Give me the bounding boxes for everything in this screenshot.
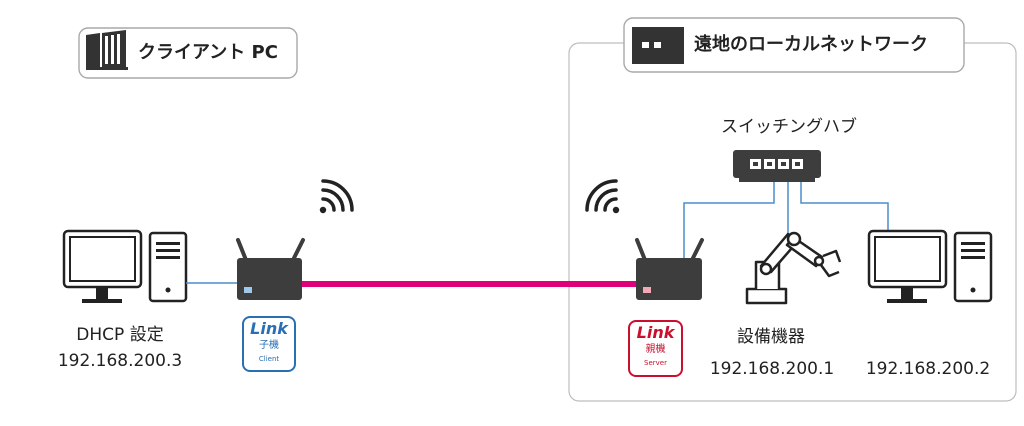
client-router-icon bbox=[236, 238, 305, 300]
remote-tag-label: 遠地のローカルネットワーク bbox=[694, 34, 928, 55]
remote-pc-ip-label: 192.168.200.2 bbox=[865, 359, 991, 379]
link-client-badge bbox=[242, 316, 296, 372]
server-wifi-icon bbox=[585, 179, 620, 214]
badge-server-brand: Link bbox=[636, 323, 675, 342]
badge-client-role-jp: 子機 bbox=[259, 340, 279, 351]
office-building-icon bbox=[86, 30, 128, 70]
equipment-ip-label: 192.168.200.1 bbox=[709, 359, 835, 379]
factory-icon bbox=[632, 27, 684, 64]
badge-server-role-en: Server bbox=[644, 359, 667, 367]
switching-hub-label: スイッチングハブ bbox=[721, 117, 857, 137]
link-server-badge bbox=[628, 320, 683, 377]
equipment-label: 設備機器 bbox=[737, 327, 805, 347]
client-tag-box bbox=[78, 27, 298, 79]
remote-tag-box bbox=[623, 17, 965, 73]
remote-lan-cables bbox=[683, 176, 889, 258]
remote-monitor-icon bbox=[867, 229, 948, 303]
client-tower-icon bbox=[148, 231, 188, 303]
client-tag-label: クライアント PC bbox=[138, 42, 278, 63]
remote-tower-icon bbox=[953, 231, 993, 303]
robot-arm-icon bbox=[745, 231, 842, 305]
client-wifi-icon bbox=[319, 179, 354, 214]
client-pc-dhcp-label: DHCP 設定 bbox=[76, 325, 164, 345]
badge-server-role-jp: 親機 bbox=[645, 344, 666, 355]
switching-hub-icon bbox=[733, 150, 821, 182]
client-monitor-icon bbox=[62, 229, 143, 303]
server-router-icon bbox=[635, 238, 704, 300]
client-pc-ip-label: 192.168.200.3 bbox=[57, 351, 183, 371]
badge-client-role-en: Client bbox=[258, 355, 280, 363]
badge-client-brand: Link bbox=[250, 319, 288, 338]
